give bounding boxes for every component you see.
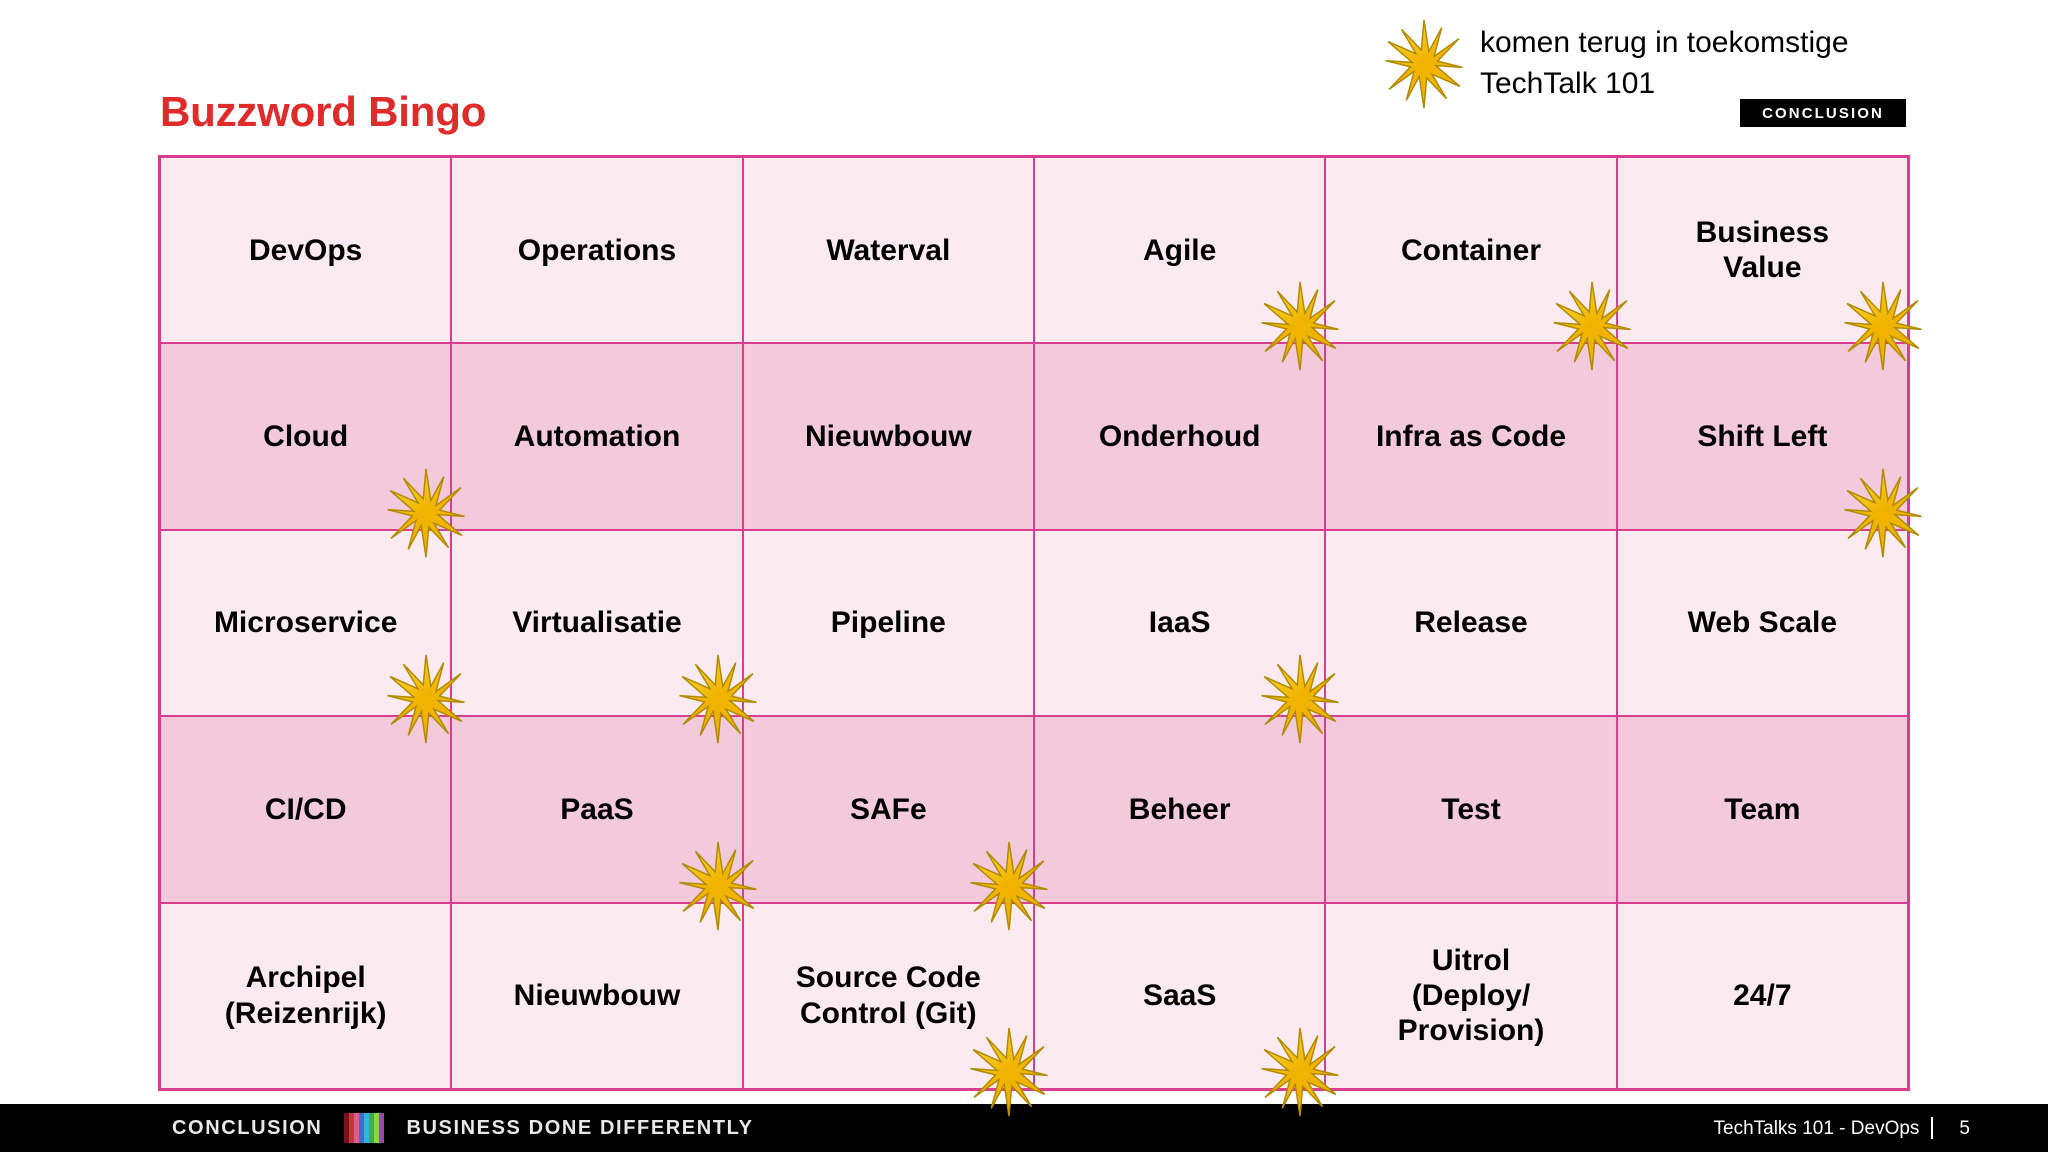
bingo-cell-label: Operations	[517, 233, 677, 267]
brand-color-bar	[364, 1113, 370, 1143]
footer-deck-label: TechTalks 101 - DevOps	[1713, 1117, 1920, 1139]
brand-color-bar	[374, 1113, 380, 1143]
starburst-icon	[1378, 18, 1470, 110]
bingo-cell[interactable]: Container	[1326, 158, 1631, 371]
bingo-cell[interactable]: SaaS	[1035, 903, 1339, 1117]
bingo-cell[interactable]: CI/CD	[161, 717, 451, 902]
bingo-cell-label: Onderhoud	[1098, 419, 1261, 453]
bingo-cell-label: Source Code Control (Git)	[795, 961, 981, 1030]
brand-color-bar	[354, 1113, 360, 1143]
bingo-cell-label: Nieuwbouw	[805, 419, 972, 453]
bingo-cell-label: Microservice	[213, 606, 398, 640]
bingo-cell[interactable]: Uitrol (Deploy/ Provision)	[1326, 903, 1616, 1088]
bingo-cell-label: SaaS	[1142, 979, 1217, 1013]
bingo-cell-label: Team	[1724, 792, 1801, 826]
footer-bar: CONCLUSION BUSINESS DONE DIFFERENTLY Tec…	[0, 1104, 2048, 1152]
bingo-cell[interactable]: PaaS	[452, 717, 757, 930]
bingo-cell-label: PaaS	[560, 792, 634, 826]
bingo-cell[interactable]: Shift Left	[1617, 344, 1922, 558]
footer-brand-block: CONCLUSION BUSINESS DONE DIFFERENTLY	[172, 1113, 754, 1143]
bingo-cell[interactable]: Nieuwbouw	[743, 344, 1033, 529]
bingo-cell[interactable]: Nieuwbouw	[452, 903, 742, 1088]
brand-color-bar	[359, 1113, 365, 1143]
bingo-cell[interactable]: Team	[1617, 717, 1907, 902]
bingo-cell-label: Web Scale	[1687, 606, 1838, 640]
bingo-cell-label: SAFe	[849, 792, 927, 826]
top-note-text: komen terug in toekomstige TechTalk 101	[1480, 26, 1849, 100]
bingo-cell[interactable]: Web Scale	[1617, 530, 1907, 716]
bingo-cell-label: Infra as Code	[1375, 419, 1567, 453]
brand-color-bar	[349, 1113, 355, 1143]
bingo-cell[interactable]: SAFe	[743, 717, 1048, 930]
bingo-cell[interactable]: Business Value	[1617, 158, 1922, 371]
bingo-cell-label: Cloud	[263, 419, 349, 453]
bingo-cell-label: 24/7	[1733, 979, 1792, 1013]
bingo-cell[interactable]: Test	[1326, 717, 1616, 902]
page-title: Buzzword Bingo	[160, 88, 487, 135]
bingo-cell-label: IaaS	[1148, 606, 1211, 640]
bingo-cell-label: Nieuwbouw	[513, 979, 681, 1013]
bingo-cell[interactable]: Operations	[452, 158, 742, 343]
bingo-cell[interactable]: Archipel (Reizenrijk)	[161, 903, 451, 1088]
bingo-cell[interactable]: Automation	[452, 344, 742, 529]
bingo-cell[interactable]: Microservice	[161, 530, 465, 744]
brand-color-bar	[369, 1113, 375, 1143]
bingo-cell-label: Virtualisatie	[512, 606, 682, 640]
brand-color-bar	[344, 1113, 350, 1143]
bingo-cell-label: Test	[1441, 792, 1501, 826]
footer-meta: TechTalks 101 - DevOps 5	[1713, 1117, 1970, 1139]
bingo-cell-label: Waterval	[826, 233, 951, 267]
bingo-cell-label: Shift Left	[1697, 419, 1828, 453]
bingo-cell[interactable]: Source Code Control (Git)	[743, 903, 1048, 1117]
bingo-cell[interactable]: IaaS	[1035, 530, 1339, 744]
bingo-cell-label: Automation	[513, 419, 681, 453]
bingo-cell[interactable]: Beheer	[1035, 717, 1325, 902]
conclusion-logo-top: CONCLUSION	[1740, 99, 1906, 127]
bingo-cell-label: Uitrol (Deploy/ Provision)	[1397, 943, 1545, 1048]
bingo-cell[interactable]: Pipeline	[743, 530, 1033, 716]
bingo-cell[interactable]: DevOps	[161, 158, 451, 343]
bingo-cell-label: CI/CD	[264, 792, 347, 826]
bingo-cell[interactable]: Cloud	[161, 344, 465, 558]
bingo-cell-label: Release	[1414, 606, 1528, 640]
bingo-cell-label: Business Value	[1695, 215, 1830, 285]
bingo-grid: DevOps Operations Waterval Agile Container Bu…	[158, 155, 1922, 1117]
brand-color-bar	[379, 1113, 385, 1143]
footer-separator	[1931, 1117, 1934, 1139]
bingo-cell-label: DevOps	[248, 233, 363, 267]
brand-color-bars-icon	[344, 1113, 385, 1143]
bingo-cell-label: Container	[1400, 233, 1541, 267]
footer-tagline: BUSINESS DONE DIFFERENTLY	[406, 1117, 754, 1139]
bingo-cell-label: Beheer	[1128, 792, 1231, 826]
bingo-cell-label: Agile	[1142, 233, 1217, 267]
bingo-cell[interactable]: Waterval	[743, 158, 1033, 343]
bingo-cell[interactable]: Agile	[1035, 158, 1339, 371]
bingo-cell[interactable]: 24/7	[1617, 903, 1907, 1088]
bingo-cell[interactable]: Release	[1326, 530, 1616, 716]
bingo-cell[interactable]: Virtualisatie	[452, 530, 757, 744]
footer-brand: CONCLUSION	[172, 1117, 323, 1139]
bingo-cell[interactable]: Onderhoud	[1035, 344, 1325, 529]
bingo-cell-label: Pipeline	[830, 606, 946, 640]
bingo-cell-label: Archipel (Reizenrijk)	[224, 961, 387, 1030]
bingo-cell[interactable]: Infra as Code	[1326, 344, 1616, 529]
conclusion-logo-top-text: CONCLUSION	[1762, 104, 1884, 122]
footer-page-number: 5	[1959, 1117, 1970, 1139]
